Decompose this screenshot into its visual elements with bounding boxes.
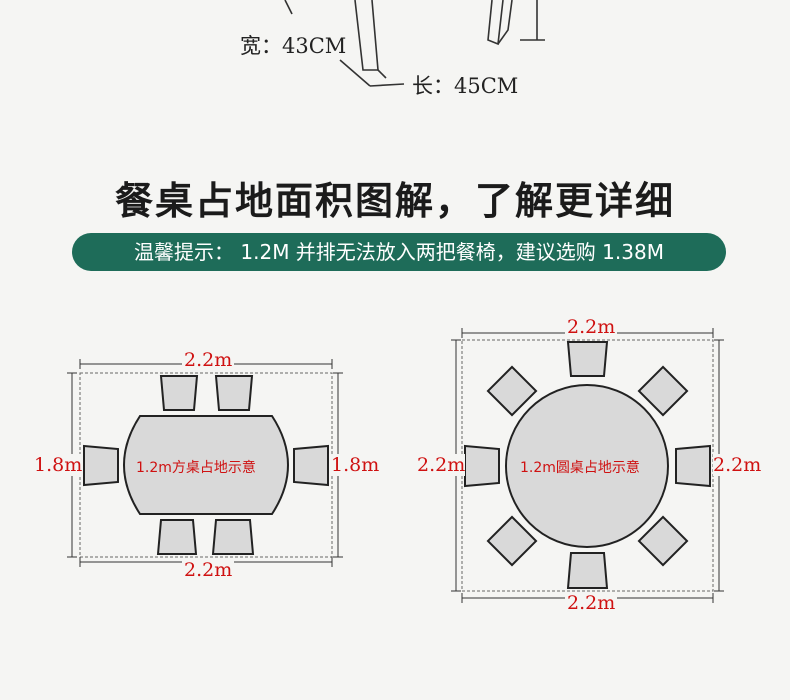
- round-chair: [637, 515, 689, 567]
- chair-length-label: 长：45CM: [412, 74, 519, 98]
- round-chair: [637, 365, 689, 417]
- rect-left-dim-label: 1.8m: [34, 454, 83, 476]
- rect-chair: [211, 519, 255, 555]
- tip-banner: [72, 233, 726, 271]
- rect-table-top: [123, 415, 289, 515]
- round-right-dim-label: 2.2m: [713, 454, 762, 476]
- round-table-label: 1.2m圆桌占地示意: [520, 460, 640, 476]
- page-title: 餐桌占地面积图解，了解更详细: [114, 179, 675, 223]
- round-table-diagram: [451, 328, 724, 603]
- round-chair: [675, 444, 711, 488]
- rect-top-dim-label: 2.2m: [182, 349, 235, 371]
- rect-bottom-dim-label: 2.2m: [182, 559, 235, 581]
- round-chair: [566, 341, 609, 377]
- rect-table-label: 1.2m方桌占地示意: [136, 460, 256, 476]
- tip-text: 温馨提示： 1.2M 并排无法放入两把餐椅，建议选购 1.38M: [134, 240, 664, 264]
- rect-table-diagram: [67, 359, 343, 567]
- round-chair: [464, 444, 500, 488]
- round-bottom-dim-label: 2.2m: [565, 592, 618, 614]
- round-top-dim-label: 2.2m: [565, 316, 618, 338]
- rect-chair: [156, 519, 198, 555]
- round-chair: [486, 365, 538, 417]
- rect-chair: [159, 375, 199, 411]
- rect-chair: [293, 444, 329, 487]
- rect-right-dim-label: 1.8m: [331, 454, 380, 476]
- rect-chair: [83, 444, 119, 487]
- round-table-top: [505, 384, 669, 548]
- chair-leg-sketch: [284, 0, 545, 87]
- round-chair: [486, 515, 538, 567]
- round-left-dim-label: 2.2m: [417, 454, 466, 476]
- round-chair: [566, 552, 609, 589]
- rect-chair: [214, 375, 254, 411]
- chair-width-label: 宽：43CM: [240, 34, 347, 58]
